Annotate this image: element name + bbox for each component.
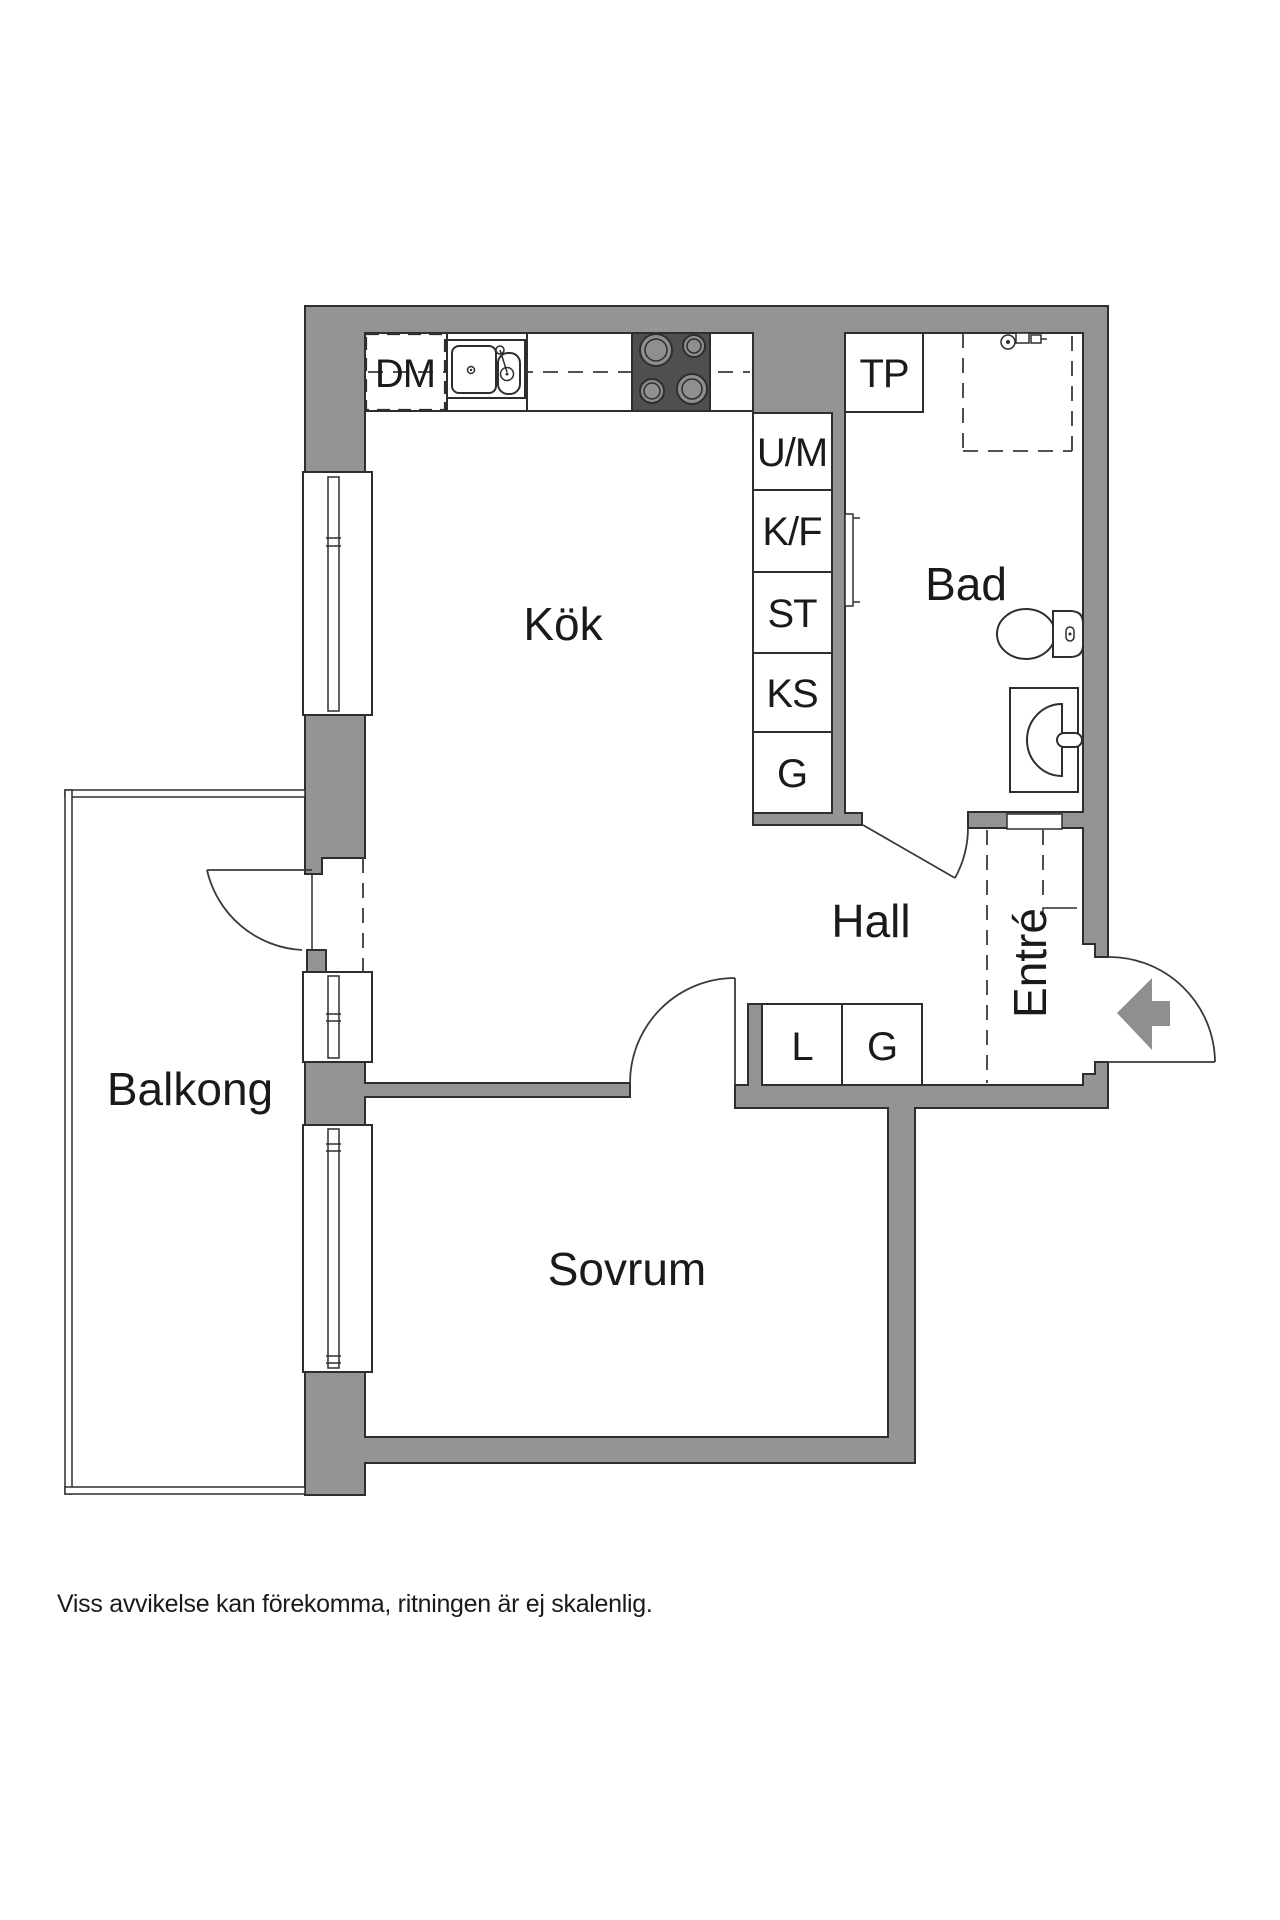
windows [302,471,373,1373]
entry-door [1107,956,1216,1063]
entry-arrow-icon [1117,978,1170,1050]
room-label-balcony: Balkong [107,1063,273,1115]
disclaimer-text: Viss avvikelse kan förekomma, ritningen … [57,1590,653,1618]
balcony-door [206,858,364,980]
label-st: ST [767,592,817,636]
label-tp: TP [859,352,908,396]
balcony-railing [64,789,306,1495]
entry-dashed-bracket [1042,907,1077,918]
walls [304,305,1109,1496]
room-label-hall: Hall [831,895,910,947]
bedroom-door [629,977,736,1085]
label-dishwasher: DM [375,352,435,396]
bathroom-door [862,824,969,879]
bathroom [844,332,1084,830]
room-label-entrance: Entré [1004,908,1056,1018]
label-closet-g: G [867,1025,897,1069]
hall-entrance [761,830,1170,1086]
kitchen-counter [364,332,754,412]
label-ks: KS [766,672,817,716]
wall-balcony-jamb [306,949,327,973]
appliance-box-ks [752,652,833,733]
label-kf: K/F [762,510,821,554]
washbasin-icon [1009,687,1083,793]
label-um: U/M [757,431,827,475]
appliance-box-g [752,731,833,814]
wall-left-mid [304,714,366,875]
toilet-icon [996,608,1084,660]
wall-bottom-complex [304,1003,1109,1496]
hall-closet-g [841,1003,923,1086]
kitchen-window-icon [302,471,373,716]
stove-burners-icon [631,332,711,412]
room-label-bedroom: Sovrum [548,1243,706,1295]
appliance-column [752,412,833,814]
bedroom-window-icon [302,1124,373,1373]
label-closet-l: L [791,1025,812,1069]
appliance-box-um [752,412,833,491]
doors [206,824,1216,1085]
balcony-rail-top [64,789,306,798]
wall-hall-bedroom [304,1061,631,1126]
room-label-kitchen: Kök [523,598,603,650]
shower-area-dashed [962,333,1073,452]
label-g: G [777,752,807,796]
bathroom-cabinet-tp [844,332,924,413]
radiator-icon [844,513,860,607]
balcony-rail-left [64,789,73,1495]
kitchen-small-window-icon [302,971,373,1063]
labels: Kök Bad Hall Sovrum Balkong Entré DM U/M… [107,352,1056,1295]
shower-mixer-icon [1000,332,1047,350]
appliance-box-kf [752,489,833,573]
kitchen-sink-icon [446,339,526,399]
balcony-rail-bottom [64,1486,306,1495]
bathroom-threshold [1006,813,1063,830]
room-label-bathroom: Bad [925,558,1007,610]
appliance-box-st [752,571,833,654]
